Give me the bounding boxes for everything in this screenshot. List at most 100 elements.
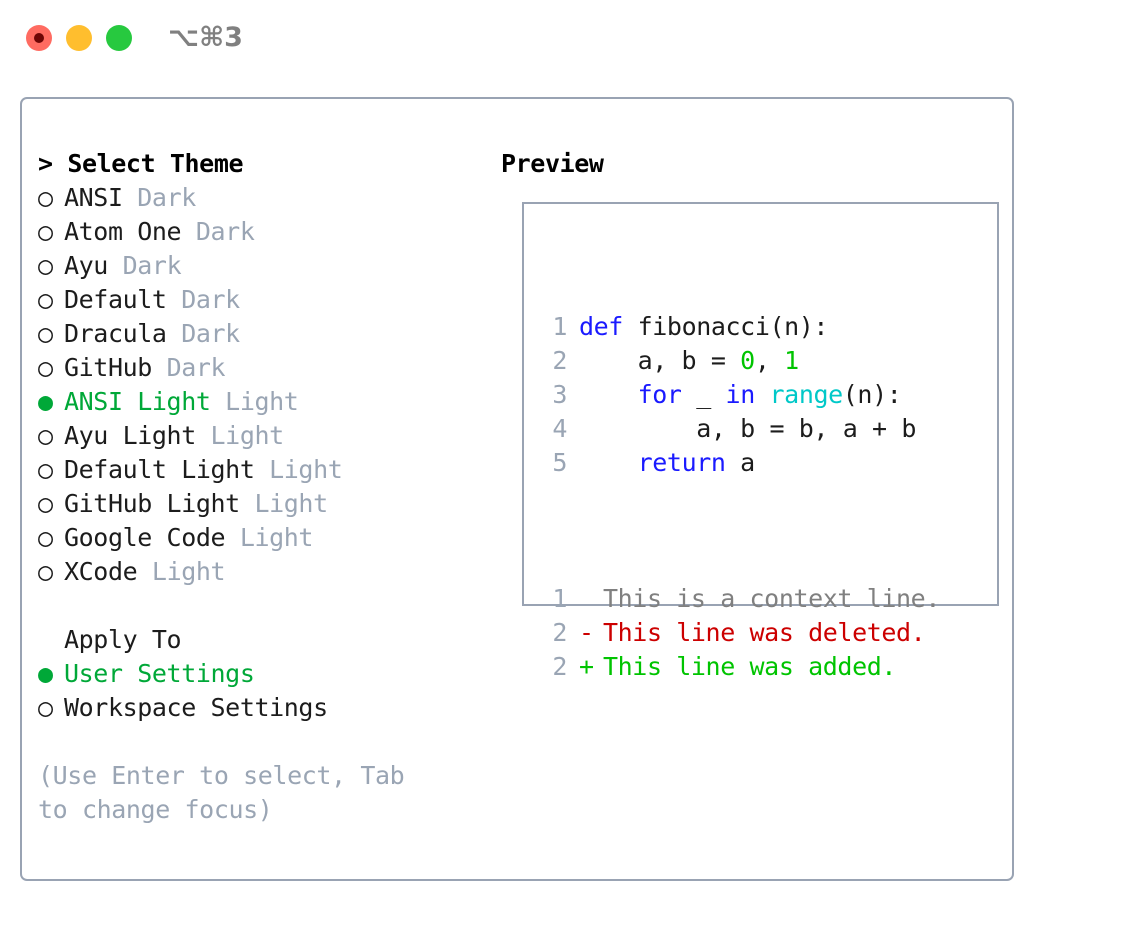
list-spacer — [38, 589, 498, 623]
code-token: _ — [681, 380, 726, 409]
code-token: fibonacci(n): — [622, 312, 829, 341]
zoom-button[interactable] — [106, 25, 132, 51]
radio-empty-icon: ○ — [38, 693, 53, 722]
diff-sign: - — [579, 618, 594, 647]
line-number: 2 — [552, 618, 567, 647]
apply-to-list: ●User Settings○ Workspace Settings — [38, 657, 498, 725]
heading-prefix-caret: > — [38, 149, 68, 178]
code-token: def — [579, 312, 623, 341]
line-number: 1 — [552, 312, 567, 341]
diff-sign: + — [579, 652, 594, 681]
preview-heading: Preview — [501, 149, 604, 178]
code-token: in — [725, 380, 756, 409]
theme-variant: Dark — [151, 353, 226, 382]
theme-list-item[interactable]: ○XCode Light — [38, 555, 498, 589]
code-line: 2 a, b = 0, 1 — [539, 344, 940, 378]
apply-to-item[interactable]: ●User Settings — [38, 657, 498, 691]
code-line: 4 a, b = b, a + b — [539, 412, 940, 446]
radio-empty-icon: ○ — [38, 421, 53, 450]
close-button[interactable] — [26, 25, 52, 51]
line-number: 4 — [552, 414, 567, 443]
theme-list-item[interactable]: ○Ayu Light Light — [38, 419, 498, 453]
radio-selected-icon: ● — [38, 387, 53, 416]
theme-list-item[interactable]: ○GitHub Light Light — [38, 487, 498, 521]
code-token: , — [754, 346, 785, 375]
theme-variant: Light — [137, 557, 226, 586]
radio-empty-icon: ○ — [38, 183, 53, 212]
radio-empty-icon: ○ — [38, 523, 53, 552]
code-token: return — [637, 448, 726, 477]
theme-variant: Dark — [166, 319, 240, 348]
diff-text: This line was added. — [603, 652, 897, 681]
radio-empty-icon: ○ — [38, 353, 53, 382]
title-bar: ⌥⌘3 — [0, 0, 1140, 78]
theme-list-item[interactable]: ○Default Dark — [38, 283, 498, 317]
theme-variant: Light — [254, 455, 343, 484]
code-line: 3 for _ in range(n): — [539, 378, 940, 412]
code-line: 5 return a — [539, 446, 940, 480]
theme-list-item[interactable]: ○ GitHub Dark — [38, 351, 498, 385]
diff-sign — [579, 582, 603, 616]
code-token: 1 — [784, 346, 799, 375]
line-number: 2 — [552, 652, 567, 681]
theme-selector-pane: > Select Theme ○ANSI Dark○Atom One Dark○… — [38, 147, 498, 827]
theme-list-item[interactable]: ○ ANSI Dark — [38, 181, 498, 215]
apply-to-name: Workspace Settings — [64, 693, 328, 722]
line-number: 1 — [552, 584, 567, 613]
line-number: 3 — [552, 380, 567, 409]
code-token — [755, 380, 770, 409]
code-token: range — [769, 380, 844, 409]
diff-sample: 1 This is a context line.2-This line was… — [539, 582, 940, 684]
theme-name: Google Code — [64, 523, 226, 552]
diff-text: This is a context line. — [603, 584, 940, 613]
code-token: 0 — [740, 346, 755, 375]
apply-to-item[interactable]: ○ Workspace Settings — [38, 691, 498, 725]
diff-text: This line was deleted. — [603, 618, 926, 647]
theme-name: Dracula — [64, 319, 167, 348]
theme-name: Atom One — [64, 217, 182, 246]
radio-empty-icon: ○ — [38, 217, 53, 246]
window-controls — [26, 25, 132, 51]
theme-name: ANSI — [64, 183, 123, 212]
radio-selected-icon: ● — [38, 659, 53, 688]
radio-empty-icon: ○ — [38, 285, 53, 314]
minimize-button[interactable] — [66, 25, 92, 51]
theme-variant: Dark — [166, 285, 240, 314]
theme-name: ANSI Light — [64, 387, 211, 416]
radio-empty-icon: ○ — [38, 319, 53, 348]
radio-empty-icon: ○ — [38, 557, 53, 586]
theme-list-item[interactable]: ○ Atom One Dark — [38, 215, 498, 249]
theme-list-item[interactable]: ○ Google Code Light — [38, 521, 498, 555]
theme-list-item[interactable]: ○ Dracula Dark — [38, 317, 498, 351]
theme-variant: Dark — [181, 217, 255, 246]
heading-text: Select Theme — [67, 149, 244, 178]
theme-variant: Dark — [107, 251, 182, 280]
theme-list-item[interactable]: ○ Default Light Light — [38, 453, 498, 487]
theme-variant: Light — [225, 523, 314, 552]
theme-name: Default Light — [64, 455, 255, 484]
diff-line: 2-This line was deleted. — [539, 616, 940, 650]
radio-empty-icon: ○ — [38, 455, 53, 484]
diff-line: 1 This is a context line. — [539, 582, 940, 616]
theme-list-item[interactable]: ○ Ayu Dark — [38, 249, 498, 283]
theme-name: Ayu — [64, 251, 108, 280]
keyboard-hint: (Use Enter to select, Tab to change focu… — [38, 761, 405, 824]
apply-to-label: Apply To — [64, 625, 182, 654]
theme-variant: Light — [210, 387, 299, 416]
radio-empty-icon: ○ — [38, 251, 53, 280]
theme-name: Ayu Light — [64, 421, 196, 450]
diff-line: 2 + This line was added. — [539, 650, 940, 684]
theme-name: GitHub — [64, 353, 152, 382]
code-token: (n): — [842, 380, 902, 409]
theme-variant: Dark — [122, 183, 196, 212]
line-number: 2 — [552, 346, 567, 375]
theme-list-item[interactable]: ● ANSI Light Light — [38, 385, 498, 419]
keyboard-shortcut-label: ⌥⌘3 — [168, 22, 243, 53]
code-token — [579, 448, 638, 477]
line-number: 5 — [552, 448, 567, 477]
code-line: 1 def fibonacci(n): — [539, 310, 940, 344]
